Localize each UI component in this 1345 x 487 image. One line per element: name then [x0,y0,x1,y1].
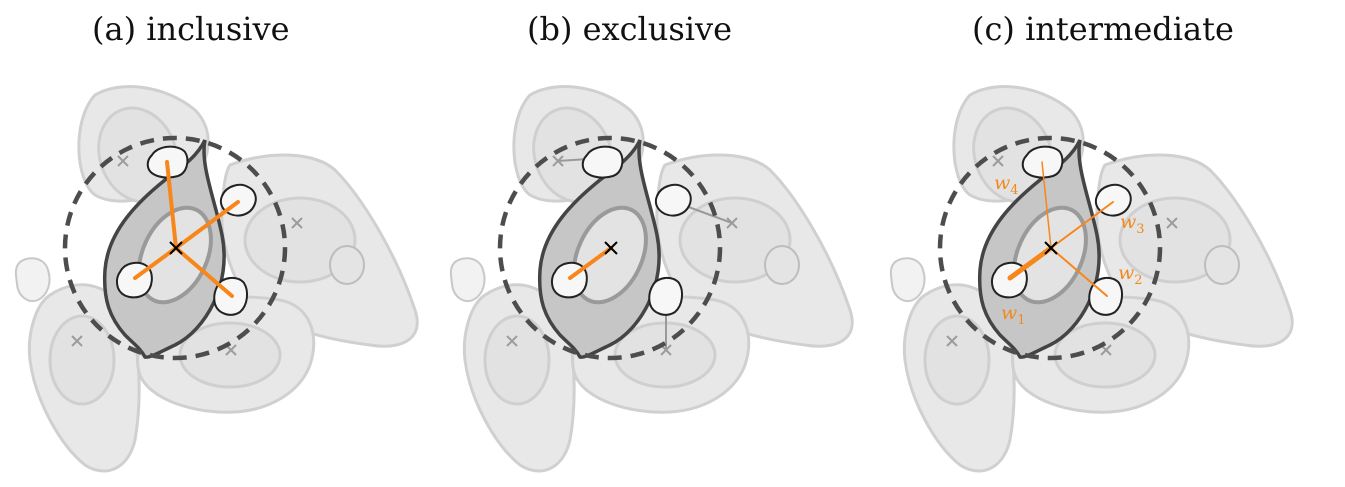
weight-label-w1: w1 [1001,302,1026,328]
orange-connections [133,160,240,298]
orange-connections [568,246,613,280]
gray-cross-icons [946,155,1178,356]
connection-w4 [1041,161,1052,249]
connection-w2 [1050,247,1108,297]
cross-marker-icon [1044,241,1058,255]
panel-title-intermediate: (c) intermediate [972,10,1234,48]
panel-title-inclusive: (a) inclusive [92,10,290,48]
gray-cross-icons [71,155,303,356]
panel-inclusive [14,85,419,473]
neighbor-cell-icon [581,145,624,179]
neighbor-cell-icon [654,183,692,217]
panel-intermediate: w1 w2 w3 w4 [889,85,1294,473]
weighted-connections [1007,161,1114,297]
weight-label-w2: w2 [1118,262,1143,288]
panel-title-exclusive: (b) exclusive [527,10,733,48]
neighbor-cell-icon [648,276,684,316]
cross-marker-icon [604,241,618,255]
connection-w1 [1007,245,1054,281]
panel-exclusive [449,85,854,473]
weight-label-w4: w4 [994,172,1019,198]
connection-w3 [1050,201,1114,249]
weight-label-w3: w3 [1120,211,1145,237]
cross-marker-icon [169,241,183,255]
